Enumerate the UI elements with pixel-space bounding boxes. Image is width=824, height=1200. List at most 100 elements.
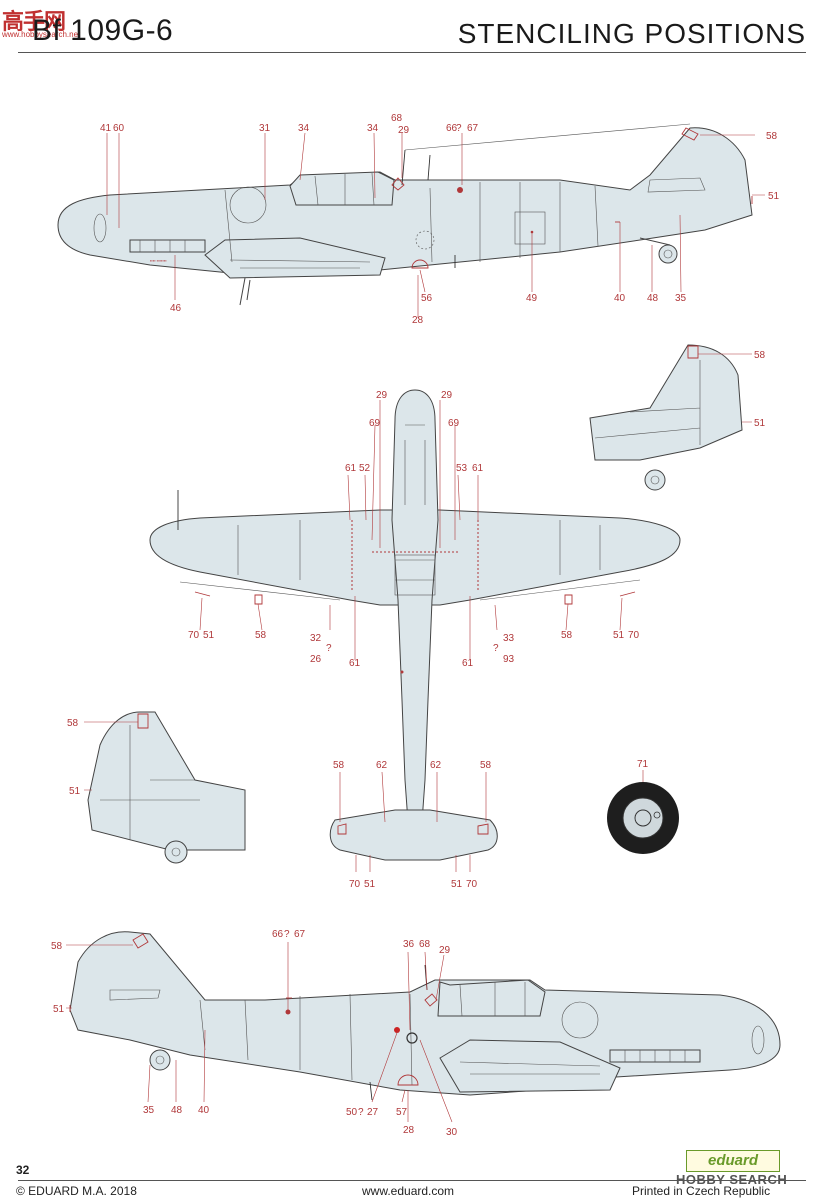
page-number: 32: [16, 1163, 30, 1177]
callout-fin-right-0: 58: [754, 350, 766, 361]
callout-right-side-12: ?: [358, 1107, 364, 1118]
callout-left-side-16: 40: [614, 293, 626, 304]
callout-left-side-17: 48: [647, 293, 659, 304]
callout-right-side-13: 27: [367, 1107, 379, 1118]
callout-right-side-1: 66: [272, 929, 284, 940]
callout-top-12: ?: [326, 643, 332, 654]
callout-tailplane-6: 51: [451, 879, 463, 890]
hub: [622, 797, 664, 839]
wing-root-right: [439, 1039, 621, 1093]
callout-right-side-8: 35: [143, 1105, 155, 1116]
callout-left-side-2: 31: [259, 123, 271, 134]
callout-top-13: 26: [310, 654, 322, 665]
callout-left-side-4: 34: [367, 123, 379, 134]
callout-right-side-2: ?: [284, 929, 290, 940]
canopy-left: [289, 171, 395, 206]
eduard-logo: eduard: [686, 1150, 780, 1172]
callout-right-side-7: 51: [53, 1004, 65, 1015]
fin-view-right: [589, 344, 752, 491]
website-url: www.eduard.com: [362, 1184, 455, 1198]
top-view: [149, 389, 681, 861]
callout-right-side-9: 48: [171, 1105, 183, 1116]
watermark-text: 高手网: [2, 9, 66, 34]
wheel-view: [607, 770, 679, 854]
callout-top-7: 61: [472, 463, 484, 474]
callout-top-18: 61: [462, 658, 474, 669]
callout-left-side-12: 46: [170, 303, 182, 314]
callout-right-side-5: 68: [419, 939, 431, 950]
callout-right-side-6: 29: [439, 945, 451, 956]
callout-left-side-11: 51: [768, 191, 780, 202]
page-title: STENCILING POSITIONS: [457, 18, 806, 49]
callout-left-side-13: 56: [421, 293, 433, 304]
callout-top-2: 69: [369, 418, 381, 429]
fuselage-top: [391, 389, 439, 851]
callout-right-side-4: 36: [403, 939, 415, 950]
callout-right-side-0: 58: [51, 941, 63, 952]
callout-tailplane-0: 58: [333, 760, 345, 771]
left-side-view: ▪▪▪▪ ▪▪▪▪▪▪▪: [57, 123, 765, 318]
callout-right-side-10: 40: [198, 1105, 210, 1116]
callout-tailplane-5: 51: [364, 879, 376, 890]
fin-left-body: [87, 711, 246, 851]
callout-right-side-16: 30: [446, 1127, 458, 1138]
tailplane-view: [337, 771, 489, 872]
copyright: © EDUARD M.A. 2018: [16, 1184, 137, 1198]
callout-right-side-11: 50: [346, 1107, 358, 1118]
callout-left-side-0: 41: [100, 123, 112, 134]
tailwheel-right: [149, 1049, 171, 1071]
watermark-url: www.hobbysearch.net: [2, 30, 81, 39]
callout-top-17: 93: [503, 654, 515, 665]
gear-left: [239, 277, 251, 306]
callout-top-9: 51: [203, 630, 215, 641]
header-divider: [18, 52, 806, 53]
callout-top-5: 52: [359, 463, 371, 474]
callout-left-side-9: 67: [467, 123, 479, 134]
callout-left-side-15: 49: [526, 293, 538, 304]
tailwheel-left: [658, 244, 678, 264]
callout-left-side-8: ?: [456, 123, 462, 134]
callout-top-16: ?: [493, 643, 499, 654]
aircraft-title: Bf 109G-6: [32, 14, 174, 47]
callout-right-side-3: 67: [294, 929, 306, 940]
callout-left-side-14: 28: [412, 315, 424, 326]
fin-view-left: [84, 711, 246, 864]
tailplane-top: [329, 809, 498, 861]
right-side-view: [66, 931, 781, 1123]
callout-left-side-18: 35: [675, 293, 687, 304]
canopy-right: [437, 979, 546, 1017]
callout-top-8: 70: [188, 630, 200, 641]
footer-divider: [18, 1180, 806, 1181]
fin-right-body: [589, 344, 743, 461]
printed-in: Printed in Czech Republic: [632, 1184, 771, 1198]
callout-left-side-6: 29: [398, 125, 410, 136]
tailwheel-fin-left: [164, 840, 188, 864]
callout-top-19: 58: [561, 630, 573, 641]
callout-left-side-10: 58: [766, 131, 778, 142]
callout-top-0: 29: [376, 390, 388, 401]
callout-top-1: 29: [441, 390, 453, 401]
callout-wheel-0: 71: [637, 759, 649, 770]
callout-top-11: 32: [310, 633, 322, 644]
callout-tailplane-1: 62: [376, 760, 388, 771]
callout-left-side-7: 66: [446, 123, 458, 134]
callout-right-side-15: 28: [403, 1125, 415, 1136]
exhaust-left: [129, 239, 206, 253]
callout-fin-left-0: 58: [67, 718, 79, 729]
callout-top-15: 33: [503, 633, 515, 644]
callout-fin-left-1: 51: [69, 786, 81, 797]
hobbysearch-logo: HOBBY SEARCH: [676, 1172, 788, 1187]
callout-left-side-5: 68: [391, 113, 403, 124]
callout-top-20: 51: [613, 630, 625, 641]
fuselage-left: [57, 127, 753, 276]
callout-tailplane-2: 62: [430, 760, 442, 771]
callout-top-3: 69: [448, 418, 460, 429]
callout-tailplane-4: 70: [349, 879, 361, 890]
callout-top-6: 53: [456, 463, 468, 474]
callout-tailplane-7: 70: [466, 879, 478, 890]
site-watermark-logo: 高手网 www.hobbysearch.net: [2, 4, 80, 39]
callout-top-4: 61: [345, 463, 357, 474]
callout-right-side-14: 57: [396, 1107, 408, 1118]
